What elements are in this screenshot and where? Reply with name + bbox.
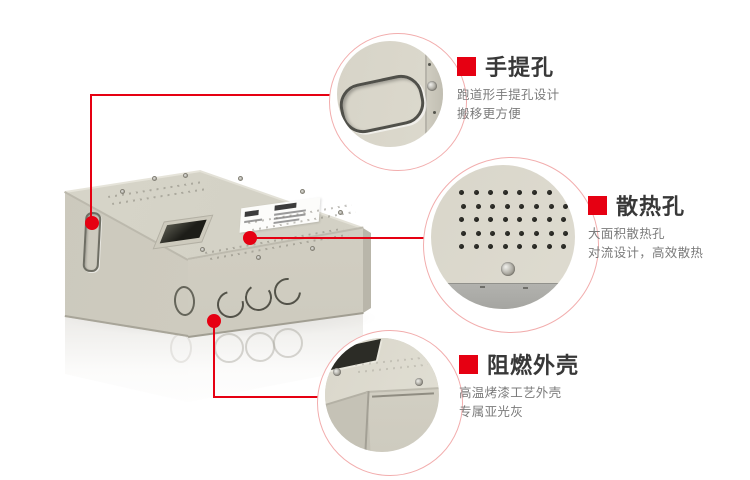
detail-circle-handle-hole [329,33,467,171]
screw [415,378,423,386]
screw [183,173,188,178]
corner-groove [371,392,435,398]
detail-circle-vent-holes [423,157,599,333]
callout-line: 大面积散热孔 [588,227,665,241]
callout-flame-shell: 阻燃外壳 高温烤漆工艺外壳 专属亚光灰 [459,351,579,422]
callout-line: 搬移更方便 [457,107,522,121]
screw [310,246,315,251]
connector-dot [207,314,221,328]
panel-seam [425,41,427,147]
callout-line: 对流设计，高效散热 [588,246,704,260]
screw [338,210,343,215]
callout-title: 阻燃外壳 [487,353,580,378]
rivet [428,63,431,66]
box-edge-strip [431,283,575,309]
screw [256,255,261,260]
screw [333,368,341,376]
red-square-bullet-icon [457,56,476,76]
handle-hole-closeup [337,70,429,138]
screw [152,176,157,181]
rivet [433,111,436,114]
callout-title: 手提孔 [485,55,555,80]
red-square-bullet-icon [588,195,607,215]
callout-line: 专属亚光灰 [459,405,524,419]
screw [300,189,305,194]
callout-line: 跑道形手提孔设计 [457,88,560,102]
callout-title: 散热孔 [616,194,686,219]
callout-handle-hole: 手提孔 跑道形手提孔设计 搬移更方便 [457,53,559,124]
terminal-window-opening [159,219,207,244]
screw [200,247,205,252]
connector-dot [243,231,257,245]
detail-circle-shell-corner [317,330,463,476]
screw [427,81,437,91]
callout-line: 高温烤漆工艺外壳 [459,386,562,400]
screw [120,189,125,194]
connector-dot [85,216,99,230]
reflection-ring [245,332,275,362]
vent-hole-grid [453,185,575,263]
screw [501,262,515,276]
callout-vent-holes: 散热孔 大面积散热孔 对流设计，高效散热 [588,192,703,263]
screw [238,176,243,181]
panel-edge [427,41,443,147]
reflection-ring [273,328,303,358]
reflection-ring [214,333,244,363]
red-square-bullet-icon [459,354,478,374]
